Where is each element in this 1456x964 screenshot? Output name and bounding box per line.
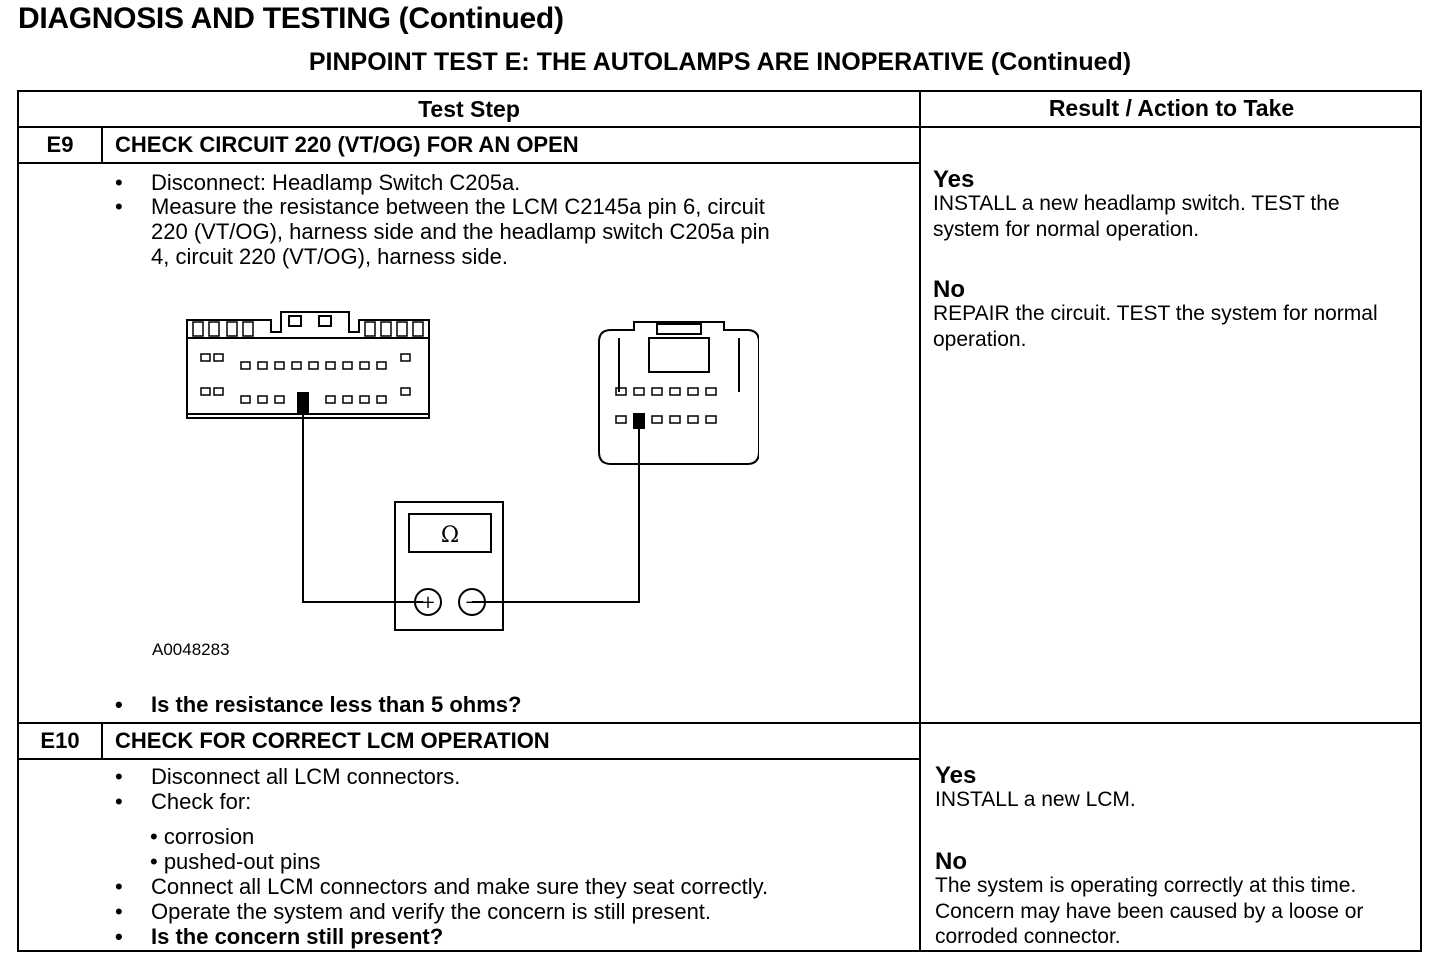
pinpoint-test-title: PINPOINT TEST E: THE AUTOLAMPS ARE INOPE… bbox=[308, 48, 1132, 76]
bullet-mark: • bbox=[115, 874, 123, 899]
e10-id-divider bbox=[101, 724, 103, 758]
e10-bullet-1: • Disconnect all LCM connectors. bbox=[115, 764, 461, 789]
e10-bullet-2: • Check for: bbox=[115, 789, 252, 814]
bullet-mark: • bbox=[115, 692, 123, 717]
e10-bullet-3: • Connect all LCM connectors and make su… bbox=[115, 874, 769, 899]
e9-yes-text: INSTALL a new headlamp switch. TEST the … bbox=[933, 192, 1340, 241]
e9-bullet-2: • Measure the resistance between the LCM… bbox=[115, 194, 770, 269]
e10-no-label: No bbox=[935, 848, 967, 875]
e10-row-rule bbox=[19, 722, 1422, 724]
figure-id: A0048283 bbox=[152, 640, 230, 659]
resistance-test-diagram: Ω + − bbox=[186, 311, 759, 631]
e9-question: • Is the resistance less than 5 ohms? bbox=[115, 692, 522, 717]
step-title-e10: CHECK FOR CORRECT LCM OPERATION bbox=[115, 728, 550, 753]
e10-sub-bullet-1: • corrosion bbox=[150, 824, 255, 849]
test-table: Test Step Result / Action to Take E9 CHE… bbox=[17, 90, 1422, 952]
e10-no-text: The system is operating correctly at thi… bbox=[935, 874, 1364, 948]
e9-id-divider bbox=[101, 128, 103, 162]
step-title-e9: CHECK CIRCUIT 220 (VT/OG) FOR AN OPEN bbox=[115, 132, 579, 157]
e9-yes-label: Yes bbox=[933, 166, 975, 193]
ohmmeter bbox=[394, 501, 504, 631]
ohm-symbol: Ω bbox=[441, 523, 459, 548]
column-divider bbox=[919, 92, 921, 952]
bullet-mark: • bbox=[115, 170, 123, 195]
bullet-mark: • bbox=[115, 194, 123, 219]
bullet-mark: • bbox=[115, 789, 123, 814]
test-step-header: Test Step bbox=[418, 96, 520, 122]
e10-yes-label: Yes bbox=[935, 762, 977, 789]
e9-no-label: No bbox=[933, 276, 965, 303]
lcm-connector-c2145a bbox=[186, 311, 430, 419]
bullet-mark: • bbox=[115, 924, 123, 949]
negative-terminal-label: − bbox=[464, 592, 479, 613]
bullet-mark: • bbox=[115, 764, 123, 789]
e9-bullet-1: • Disconnect: Headlamp Switch C205a. bbox=[115, 170, 521, 195]
result-header: Result / Action to Take bbox=[1048, 95, 1295, 121]
e9-no-text: REPAIR the circuit. TEST the system for … bbox=[933, 302, 1378, 351]
test-lead-negative bbox=[472, 428, 640, 603]
page-title: DIAGNOSIS AND TESTING (Continued) bbox=[18, 2, 564, 35]
header-rule bbox=[19, 126, 1422, 128]
e10-title-rule bbox=[19, 758, 919, 760]
e10-question: • Is the concern still present? bbox=[115, 924, 444, 949]
e9-title-rule bbox=[19, 162, 919, 164]
e10-yes-text: INSTALL a new LCM. bbox=[935, 788, 1136, 811]
headlamp-switch-connector-c205a bbox=[598, 321, 759, 465]
step-id-e9: E9 bbox=[46, 132, 74, 157]
test-lead-positive bbox=[302, 413, 423, 603]
step-id-e10: E10 bbox=[40, 728, 80, 753]
e10-sub-bullet-2: • pushed-out pins bbox=[150, 849, 321, 874]
positive-terminal-label: + bbox=[420, 592, 435, 613]
e10-bullet-4: • Operate the system and verify the conc… bbox=[115, 899, 712, 924]
bullet-mark: • bbox=[115, 899, 123, 924]
